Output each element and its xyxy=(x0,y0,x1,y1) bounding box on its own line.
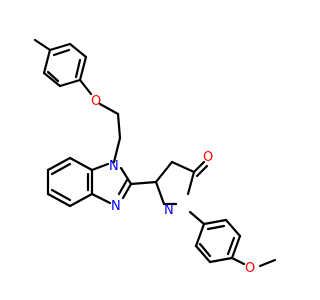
bond xyxy=(170,160,196,174)
bond xyxy=(68,192,94,208)
molecule-drawing: O N N O N O xyxy=(33,38,277,276)
structure-diagram: O N N O N O xyxy=(33,38,277,276)
bond xyxy=(154,160,174,184)
bond xyxy=(42,48,52,75)
bond xyxy=(58,78,82,88)
bond xyxy=(208,256,234,264)
imidazole-n1-label: N xyxy=(109,159,119,174)
bond xyxy=(78,55,88,82)
bond xyxy=(119,166,133,186)
bond xyxy=(74,58,82,79)
bond xyxy=(154,180,166,206)
bond xyxy=(198,242,212,258)
benzo-ring xyxy=(46,156,94,208)
bond xyxy=(68,156,94,172)
bond xyxy=(50,188,72,202)
bond xyxy=(46,192,72,208)
bond xyxy=(230,234,242,260)
bond xyxy=(46,156,72,172)
pyrrolidinone-ring xyxy=(154,160,209,206)
bond xyxy=(90,162,110,172)
bond xyxy=(117,178,129,196)
bond xyxy=(206,224,226,231)
tolyl-ring xyxy=(42,42,88,88)
bond xyxy=(33,38,52,52)
bond xyxy=(98,102,120,116)
bond xyxy=(112,136,122,164)
bond xyxy=(192,160,206,174)
bond xyxy=(230,256,246,266)
bond xyxy=(78,78,93,96)
pyrrolidinone-n-label: N xyxy=(164,203,174,218)
bond xyxy=(50,162,72,176)
imidazole-n3-label: N xyxy=(111,199,121,214)
bond xyxy=(194,244,212,264)
bond xyxy=(188,210,206,226)
bond xyxy=(224,218,242,238)
bond xyxy=(52,48,71,57)
bond xyxy=(129,180,158,186)
bond xyxy=(194,222,206,248)
bond xyxy=(258,258,277,268)
methoxyphenyl-ring xyxy=(194,218,242,264)
bond xyxy=(48,42,72,52)
ether-oxygen-label: O xyxy=(91,94,101,109)
bond xyxy=(121,182,133,200)
imidazole-ring xyxy=(90,162,133,205)
bond xyxy=(202,218,228,226)
bond xyxy=(42,71,62,88)
bond xyxy=(116,112,122,140)
bond xyxy=(68,42,88,59)
bond xyxy=(90,192,112,205)
bond xyxy=(226,236,236,256)
bond xyxy=(195,164,209,178)
bond xyxy=(46,70,60,83)
bond xyxy=(186,170,196,196)
carbonyl-oxygen-label: O xyxy=(203,150,213,165)
methoxy-oxygen-label: O xyxy=(245,261,255,276)
